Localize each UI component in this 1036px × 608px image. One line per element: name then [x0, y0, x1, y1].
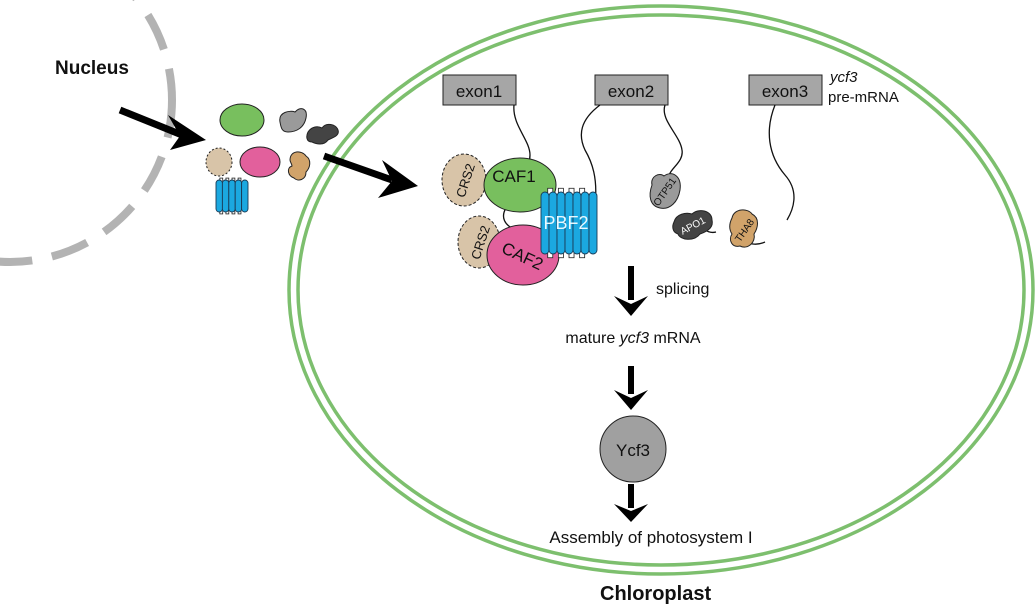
svg-text:CAF1: CAF1 — [492, 167, 535, 186]
nucleus-membrane — [0, 0, 176, 266]
pbf2-repeat — [215, 179, 223, 213]
pbf2-repeat — [221, 179, 230, 213]
splicing-label: splicing — [656, 281, 709, 298]
svg-text:exon1: exon1 — [456, 82, 502, 101]
caf1-protein — [483, 157, 557, 213]
splicing-arrow — [614, 266, 648, 316]
chloroplast-label: Chloroplast — [600, 583, 711, 605]
crs2-precursor — [205, 147, 233, 177]
caf2-precursor — [239, 146, 281, 178]
translation-arrow — [614, 366, 648, 410]
pbf2-repeat — [588, 191, 598, 255]
svg-text:exon3: exon3 — [762, 82, 808, 101]
premrna-label: pre-mRNA — [828, 89, 899, 106]
assembly-label: Assembly of photosystem I — [549, 528, 752, 547]
import-arrow-2 — [322, 152, 418, 198]
caf1-precursor — [219, 103, 265, 137]
ycf3-protein: Ycf3 — [599, 415, 667, 483]
mature-mrna-label: mature ycf3 mRNA — [565, 330, 700, 347]
pbf2-repeat — [228, 179, 236, 213]
apo1-precursor — [306, 123, 339, 145]
exon2-box: exon2 — [594, 74, 669, 106]
pbf2-repeat — [234, 179, 243, 213]
exon1-box: exon1 — [442, 74, 517, 106]
chloroplast-outer-membrane — [287, 4, 1035, 576]
pbf2-precursor — [215, 177, 249, 215]
pbf2-repeat — [241, 179, 249, 213]
import-arrow-1 — [118, 106, 206, 150]
chloroplast-inner-membrane — [296, 13, 1026, 567]
cytosolic-protein-cluster — [205, 103, 339, 215]
tha8-protein: THA8 — [729, 209, 758, 248]
svg-text:Ycf3: Ycf3 — [616, 441, 650, 460]
intron6 — [768, 104, 795, 221]
intron2 — [580, 104, 601, 206]
svg-text:exon2: exon2 — [608, 82, 654, 101]
exon3-box: exon3 — [748, 74, 823, 106]
premrna-gene-label: ycf3 — [829, 69, 858, 86]
assembly-arrow — [614, 484, 648, 522]
pbf2-protein — [540, 187, 598, 259]
tha8-precursor — [287, 151, 311, 181]
otp51-precursor — [279, 108, 307, 133]
intron-lines — [502, 104, 795, 245]
nucleus-label: Nucleus — [55, 58, 129, 79]
caf-splicing-complex: CRS2 CAF1 CRS2 CAF2 PBF2 — [441, 153, 598, 286]
pbf2-label: PBF2 — [543, 213, 588, 233]
intron3 — [663, 104, 683, 179]
apo1-protein: APO1 — [672, 210, 713, 240]
otp51-protein: OTP51 — [649, 173, 681, 209]
